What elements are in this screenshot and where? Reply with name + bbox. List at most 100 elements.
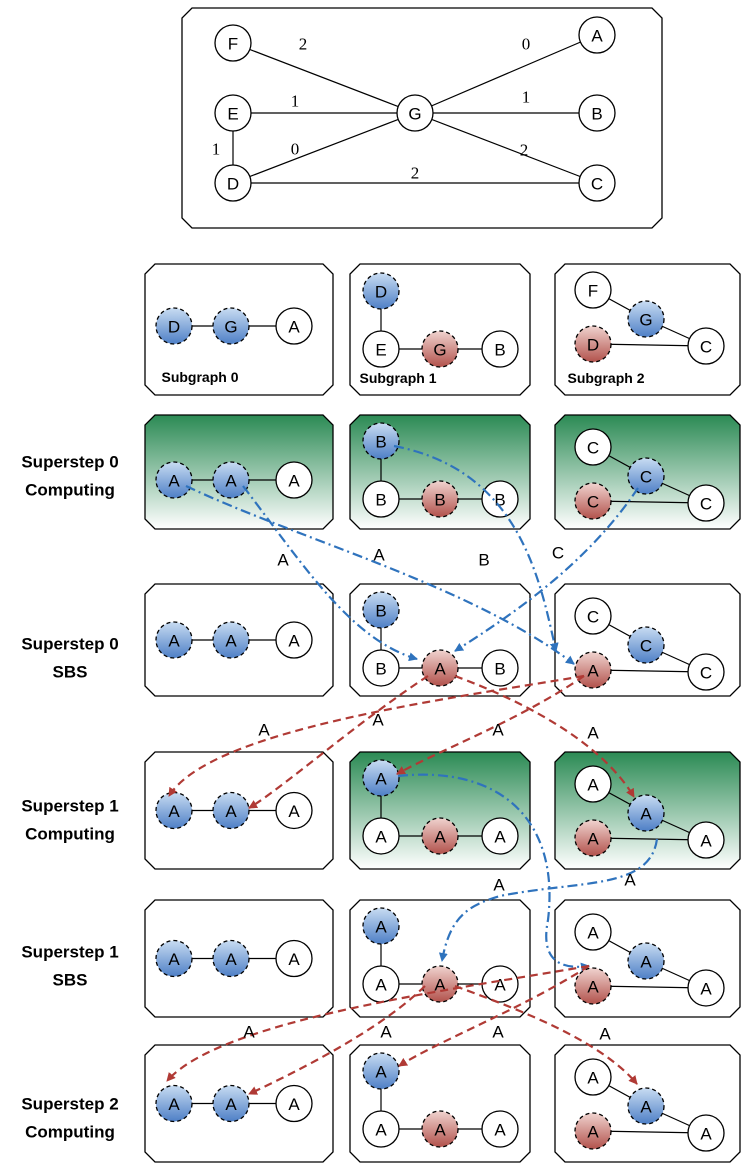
vertex-label: C [587,439,599,458]
vertex-circle [627,626,665,664]
vertex-node: A [155,939,193,978]
row-label-subtitle: SBS [53,971,88,990]
vertex-circle [362,1110,400,1148]
message-label: A [599,1025,611,1044]
vertex-node: B [362,649,400,687]
message-label: A [277,551,289,570]
vertex-circle [362,480,400,518]
vertex-circle [155,1084,193,1123]
edge-weight-label: 0 [522,35,531,54]
vertex-label: E [375,341,386,360]
vertex-node: A [481,965,519,1003]
vertex-circle [275,939,313,978]
vertex-circle [212,791,250,830]
vertex-label: A [168,1095,180,1114]
vertex-circle [362,1052,400,1090]
vertex-circle [214,94,252,132]
vertex-node: A [362,817,400,855]
vertex-label: C [640,468,652,487]
vertex-label: D [168,318,180,337]
vertex-node: B [421,480,459,518]
vertex-node: A [421,1110,459,1148]
vertex-circle [362,272,400,310]
vertex-label: A [700,832,712,851]
vertex-label: A [168,950,180,969]
message-arrow-b-to-subgraph-2 [393,444,559,652]
vertex-label: A [288,1095,300,1114]
row-label-title: Superstep 0 [21,453,118,472]
vertex-label: A [494,1121,506,1140]
vertex-node: G [421,330,459,368]
vertex-circle [275,461,313,499]
vertex-circle [687,969,725,1007]
vertex-label: B [494,491,505,510]
edge-line [592,669,707,673]
edge-g-a [414,34,598,114]
vertex-node: A [275,307,313,345]
vertex-label: A [288,318,300,337]
vertex-circle [212,307,250,345]
vertex-label: G [408,105,421,124]
vertex-label: D [375,283,387,302]
vertex-label: A [225,472,237,491]
vertex-node: E [362,330,400,368]
edge-line [592,1130,707,1134]
message-arrows [166,444,659,1095]
message-label: A [380,1023,392,1042]
vertex-circle [362,649,400,687]
row-label-subtitle: Computing [25,481,115,500]
vertex-label: A [375,1063,387,1082]
vertex-node: A [574,651,612,689]
top-node-c: C [578,164,616,202]
vertex-label: A [375,976,387,995]
vertex-label: C [591,175,603,194]
vertex-node: B [481,330,519,368]
vertex-label: B [375,660,386,679]
vertex-node: D [155,307,193,345]
vertex-node: A [275,939,313,978]
vertex-label: A [375,918,387,937]
vertex-node: A [212,939,250,978]
vertex-circle [421,1110,459,1148]
message-label: A [624,871,636,890]
message-label: A [258,721,270,740]
message-labels: A A B C A A A A A A A A A A [243,544,636,1044]
vertex-label: A [434,660,446,679]
vertex-circle [362,591,400,629]
message-label: C [552,544,564,563]
message-label: A [373,546,385,565]
vertex-label: A [225,802,237,821]
vertex-node: C [687,653,725,691]
vertex-circle [275,791,313,830]
vertex-circle [212,939,250,978]
vertex-label: A [640,1098,652,1117]
vertex-label: C [640,637,652,656]
vertex-label: A [587,1123,599,1142]
vertex-node: A [574,913,612,951]
vertex-label: A [700,1125,712,1144]
edge-weight-label: 1 [522,88,531,107]
vertex-label: A [587,924,599,943]
vertex-label: A [288,632,300,651]
subgraph-caption: Subgraph 1 [359,370,436,386]
vertex-label: B [375,602,386,621]
vertex-circle [481,480,519,518]
message-label: A [492,721,504,740]
vertex-label: D [227,175,239,194]
vertex-node: B [362,422,400,460]
vertex-node: A [481,1110,519,1148]
vertex-circle [574,1112,612,1150]
vertex-circle [212,1084,250,1123]
vertex-node: A [574,967,612,1005]
row-label-title: Superstep 0 [21,635,118,654]
vertex-label: A [225,1095,237,1114]
edge-weight-label: 0 [291,140,300,159]
vertex-circle [627,1087,665,1125]
vertex-circle [212,461,250,499]
